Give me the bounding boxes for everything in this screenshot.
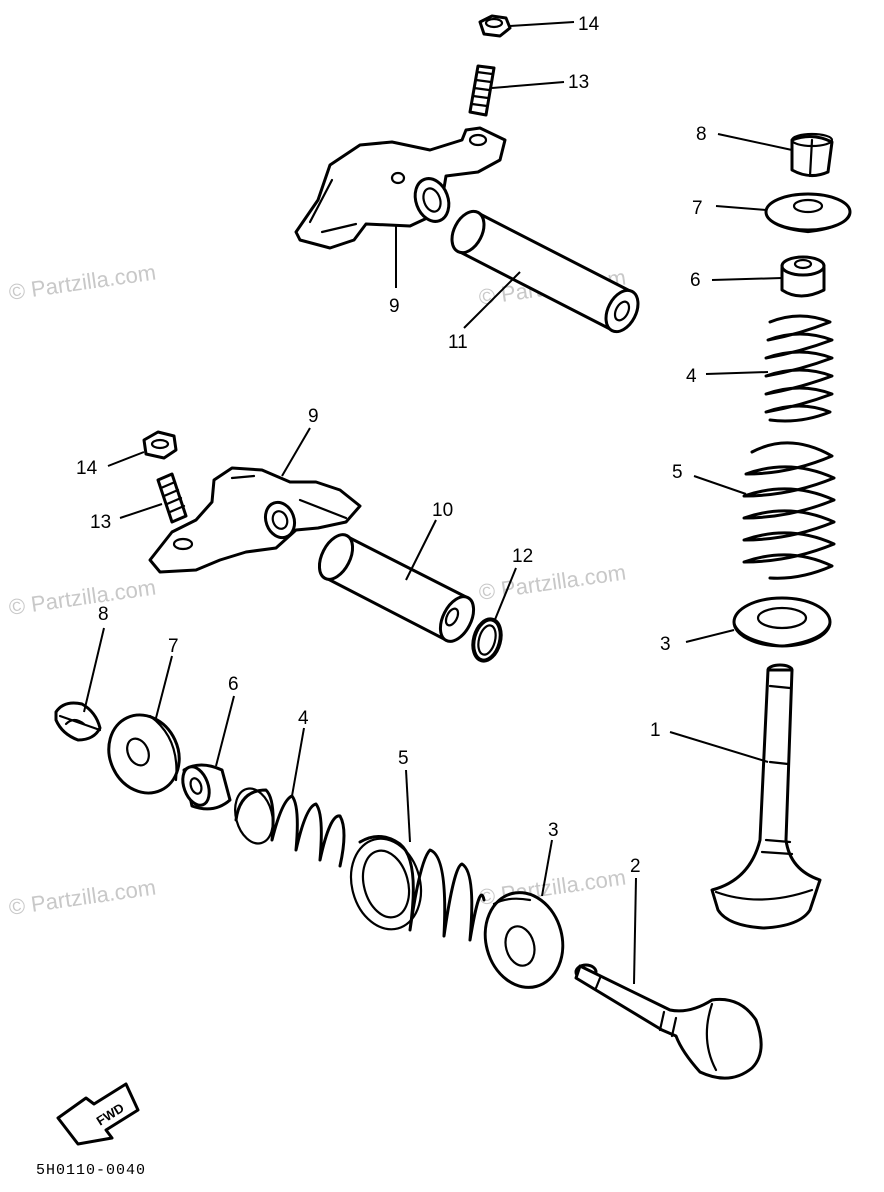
right-retainer-7 [764,192,852,234]
watermark-3: © Partzilla.com [7,575,157,620]
callout-8-left: 8 [98,604,109,625]
callout-10: 10 [432,500,453,521]
callout-5-left: 5 [398,748,409,769]
top-adjuster-screw-13 [468,64,496,117]
left-outer-spring-5 [349,835,486,942]
callout-2: 2 [630,856,641,877]
mid-rocker-arm-9 [148,466,362,574]
callout-9-top: 9 [389,296,400,317]
callout-1: 1 [650,720,661,741]
callout-6-left: 6 [228,674,239,695]
callout-3-left: 3 [548,820,559,841]
right-seal-6 [780,255,826,298]
callout-12: 12 [512,546,533,567]
top-rocker-arm-9 [294,126,507,250]
callout-3-right: 3 [660,634,671,655]
callout-13-mid: 13 [90,512,111,533]
callout-9-mid: 9 [308,406,319,427]
top-nut-14 [478,14,512,38]
callout-7-right: 7 [692,198,703,219]
right-spring-seat-3 [732,596,832,648]
callout-14-mid: 14 [76,458,98,479]
left-retainer-7 [107,713,181,795]
callout-4-left: 4 [298,708,309,729]
mid-rocker-shaft-10 [317,533,476,643]
watermarks: © Partzilla.com © Partzilla.com © Partzi… [7,260,627,920]
leader-lines [83,21,793,985]
callout-4-right: 4 [686,366,697,387]
watermark-1: © Partzilla.com [7,260,157,305]
left-inner-spring-4 [234,787,346,868]
right-cotter-8 [790,132,834,178]
callout-6-right: 6 [690,270,701,291]
callout-11: 11 [448,332,468,353]
mid-nut-14 [142,430,178,460]
left-seal-6 [181,763,232,811]
right-inner-spring-4 [764,314,834,423]
diagram-code: 5H0110-0040 [36,1162,146,1179]
callout-7-left: 7 [168,636,179,657]
callout-13-top: 13 [568,72,589,93]
watermark-4: © Partzilla.com [477,560,627,605]
callouts: 14 13 9 11 8 7 6 4 5 3 1 9 14 13 10 12 8… [76,14,707,877]
right-outer-spring-5 [742,441,836,580]
left-cotter-8 [54,701,102,742]
mid-adjuster-screw-13 [156,472,188,524]
watermark-5: © Partzilla.com [7,875,157,920]
callout-5-right: 5 [672,462,683,483]
callout-14-top: 14 [578,14,600,35]
left-spring-seat-3 [483,891,565,989]
right-valve-1 [710,663,822,930]
callout-8-right: 8 [696,124,707,145]
o-ring-12 [471,617,503,663]
top-rocker-shaft-11 [450,209,640,334]
fwd-arrow-icon: FWD [56,1082,140,1146]
left-valve-2 [574,963,763,1080]
